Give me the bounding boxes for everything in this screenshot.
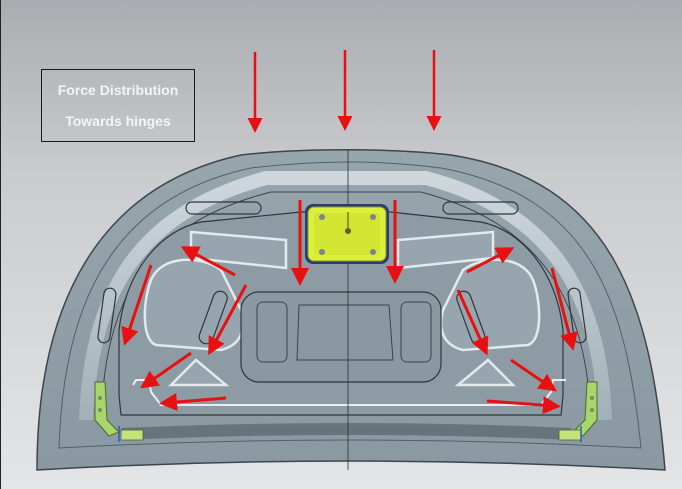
annotation-box: Force Distribution Towards hinges	[41, 69, 195, 142]
input-force-arrows	[247, 50, 442, 133]
right-hinge	[558, 381, 598, 442]
distribution-arrows	[121, 200, 578, 415]
annotation-line-1: Force Distribution	[57, 82, 179, 99]
inner-panel	[97, 201, 587, 440]
left-hinge	[94, 381, 144, 442]
annotation-line-2: Towards hinges	[65, 112, 171, 129]
latch-plate	[305, 204, 389, 264]
